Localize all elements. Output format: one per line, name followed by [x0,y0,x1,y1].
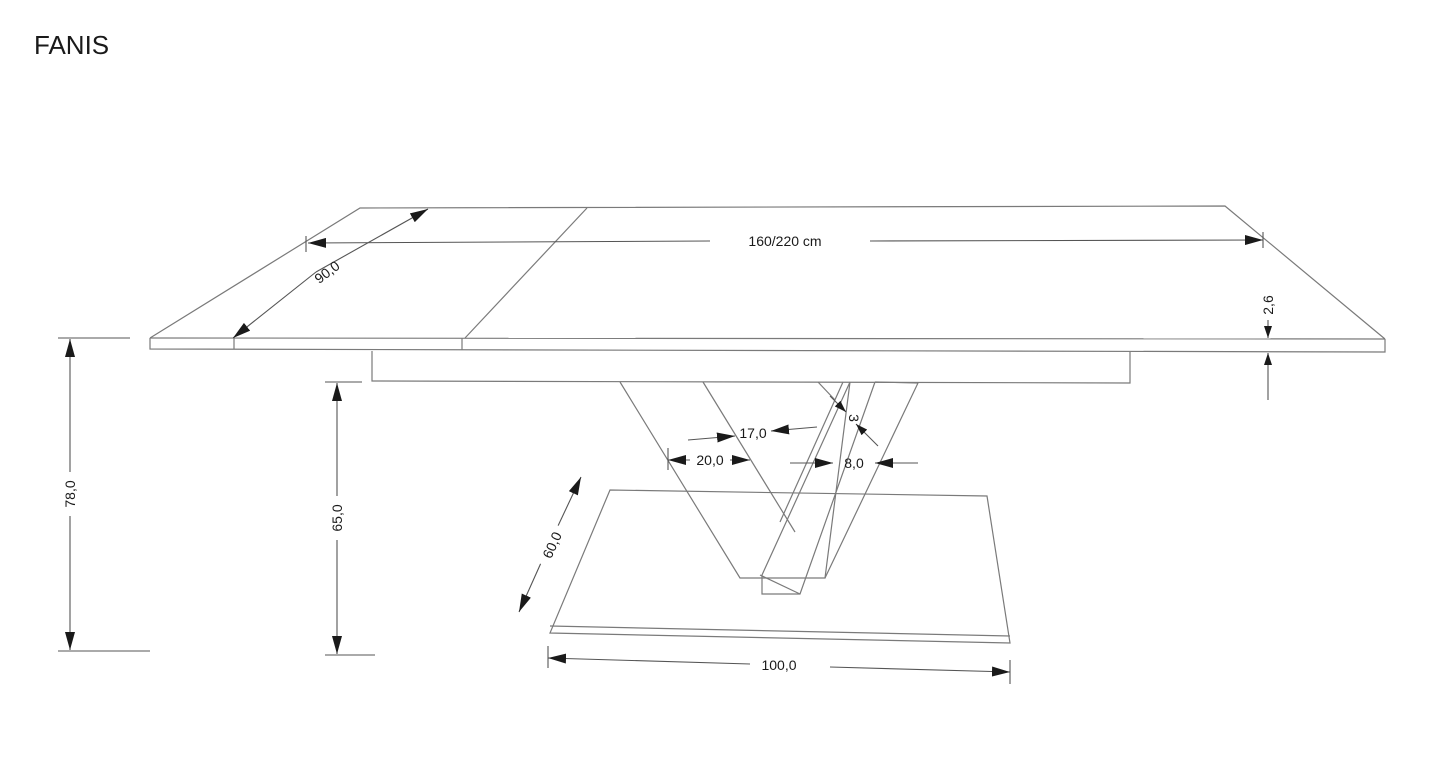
dim-base-width-label: 100,0 [761,657,796,673]
dim-leg-width-top-label: 17,0 [739,425,766,441]
dim-length: 160/220 cm [305,232,1264,252]
dim-leg-height: 65,0 [325,381,375,656]
dim-top-thickness: 2,6 [1260,295,1276,400]
table-apron [371,351,1131,384]
v-legs [619,381,919,595]
dim-length-label: 160/220 cm [748,233,821,249]
dim-total-height: 78,0 [58,337,150,652]
base-plate [549,489,1011,644]
dim-top-thickness-label: 2,6 [1260,295,1276,315]
product-title: FANIS [34,30,110,60]
dim-leg-thickness: 8,0 [790,455,918,471]
table-top [149,205,1386,353]
dim-leg-width-bottom: 20,0 [667,448,750,470]
dim-leg-gap-label: 3 [846,414,862,422]
dim-base-depth: 60,0 [518,476,582,613]
dim-depth: 90,0 [232,208,429,339]
dim-leg-height-label: 65,0 [329,504,345,531]
dim-base-width: 100,0 [547,646,1011,684]
dim-leg-gap: 3 [829,395,879,447]
dim-depth-label: 90,0 [311,257,343,286]
dim-leg-width-top: 17,0 [687,424,818,443]
dim-total-height-label: 78,0 [62,480,78,507]
dim-leg-thickness-label: 8,0 [844,455,864,471]
dim-leg-width-bottom-label: 20,0 [696,452,723,468]
